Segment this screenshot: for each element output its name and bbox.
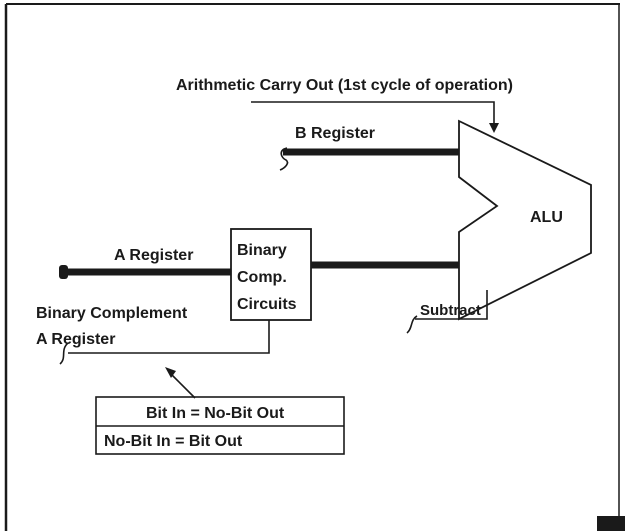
- binary-comp-circuits-box: [230, 228, 312, 321]
- b-register-label: B Register: [295, 125, 375, 142]
- legend-row-2: No-Bit In = Bit Out: [104, 433, 243, 450]
- comp-line-1: Binary: [237, 242, 287, 259]
- diagram-frame: [4, 3, 625, 531]
- carry-out-line: [251, 101, 499, 133]
- comp-line-2: Comp.: [237, 269, 287, 286]
- subtract-label: Subtract: [420, 302, 481, 319]
- carry-out-label: Arithmetic Carry Out (1st cycle of opera…: [176, 77, 513, 94]
- legend-box: [95, 396, 345, 455]
- a-register-label: A Register: [114, 247, 193, 264]
- legend-pointer: [165, 367, 196, 399]
- complement-label-1: Binary Complement: [36, 305, 188, 322]
- legend-row-1: Bit In = No-Bit Out: [146, 405, 285, 422]
- complement-label-2: A Register: [36, 331, 115, 348]
- a-register-bus: [59, 265, 231, 279]
- complement-output-line: [59, 320, 270, 365]
- subtract-line: [406, 290, 488, 334]
- alu-block: [458, 119, 592, 321]
- b-register-bus: [279, 147, 459, 171]
- alu-label: ALU: [530, 209, 563, 226]
- comp-line-3: Circuits: [237, 296, 297, 313]
